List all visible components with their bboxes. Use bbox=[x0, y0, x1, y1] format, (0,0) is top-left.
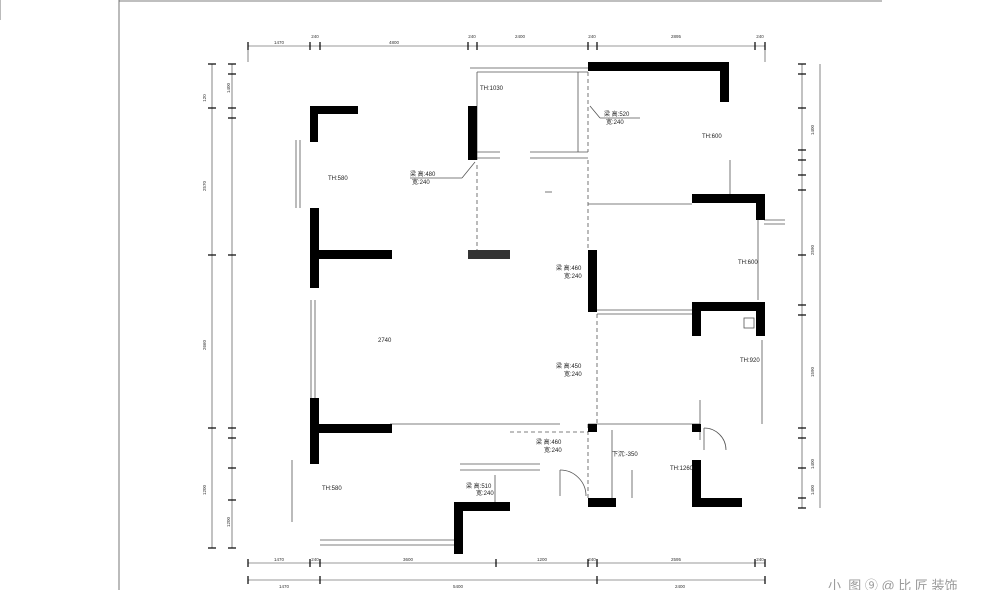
beam-label-d-line1: 梁 高:450 bbox=[556, 362, 582, 370]
dimension-top: 1470 240 4800 240 2400 240 2895 240 bbox=[247, 34, 766, 62]
beam-section bbox=[468, 250, 510, 259]
dim-right-2: 2590 bbox=[810, 244, 815, 255]
beam-label-b-line1: 梁 高:520 bbox=[604, 110, 630, 118]
dimension-bottom: 1470 240 3600 1200 240 2595 240 1470 540… bbox=[247, 557, 766, 589]
beam-label-d-line2: 宽:240 bbox=[564, 370, 582, 378]
dim-left-3: 2570 bbox=[202, 180, 207, 191]
dim-bottom-total-2: 5400 bbox=[453, 584, 464, 589]
beam-label-e-line1: 梁 高:460 bbox=[536, 438, 562, 446]
dim-right-5: 1400 bbox=[810, 484, 815, 495]
dim-bottom-4: 1200 bbox=[537, 557, 548, 562]
dimension-right: 1400 2590 1590 1400 1400 bbox=[798, 63, 821, 509]
watermark: 小_图 ⑨ @ 比 匠 装饰 bbox=[828, 578, 958, 590]
dim-top-7: 2895 bbox=[671, 34, 682, 39]
dim-left-2: 1400 bbox=[226, 82, 231, 93]
dim-top-5: 2400 bbox=[515, 34, 526, 39]
dim-right-3: 1590 bbox=[810, 366, 815, 377]
interior-lines bbox=[291, 67, 785, 546]
dim-top-6: 240 bbox=[588, 34, 596, 39]
beam-label-f-line1: 梁 高:510 bbox=[466, 482, 492, 490]
dim-top-2: 240 bbox=[311, 34, 319, 39]
beam-label-b-line2: 宽:240 bbox=[606, 118, 624, 126]
room-label-th600-top: TH:600 bbox=[702, 134, 722, 140]
dim-left-5: 1200 bbox=[202, 484, 207, 495]
dim-bottom-7: 240 bbox=[756, 557, 764, 562]
beam-label-a-line1: 梁 高:480 bbox=[410, 170, 436, 178]
dim-bottom-5: 240 bbox=[588, 557, 596, 562]
dim-bottom-total-3: 2400 bbox=[675, 584, 686, 589]
dim-top-3: 4800 bbox=[389, 40, 400, 45]
dim-top-8: 240 bbox=[756, 34, 764, 39]
room-label-th580: TH:580 bbox=[322, 486, 342, 492]
structural-walls bbox=[310, 62, 765, 554]
dim-top-4: 240 bbox=[468, 34, 476, 39]
room-label-center: 2740 bbox=[378, 338, 392, 344]
dim-right-4: 1400 bbox=[810, 458, 815, 469]
door-swings bbox=[559, 317, 755, 497]
dim-bottom-total-1: 1470 bbox=[279, 584, 290, 589]
room-labels: TH:1030 TH:600 TH:600 TH:920 TH:580 TH:1… bbox=[322, 86, 760, 492]
room-label-th920: TH:920 bbox=[740, 358, 760, 364]
beam-leaders bbox=[410, 105, 640, 179]
dim-left-4: 2660 bbox=[202, 339, 207, 350]
room-label-th1030: TH:1030 bbox=[480, 86, 504, 92]
dim-top-1: 1470 bbox=[274, 40, 285, 45]
room-label-left-upper: TH:580 bbox=[328, 176, 348, 182]
dim-bottom-2: 240 bbox=[311, 557, 319, 562]
beam-label-f-line2: 宽:240 bbox=[476, 489, 494, 497]
beam-label-c-line1: 梁 高:460 bbox=[556, 264, 582, 272]
dim-bottom-6: 2595 bbox=[671, 557, 682, 562]
dim-left-6: 1200 bbox=[226, 516, 231, 527]
beam-labels: 梁 高:480 宽:240 梁 高:520 宽:240 梁 高:460 宽:24… bbox=[410, 110, 630, 497]
dimension-left: 120 1400 2570 2660 1200 1200 bbox=[202, 63, 236, 549]
beam-dashed-lines bbox=[476, 72, 598, 498]
room-label-th1260: TH:1260 bbox=[670, 466, 694, 472]
dim-right-1: 1400 bbox=[810, 124, 815, 135]
room-label-down-350: 下沉:-350 bbox=[612, 450, 638, 458]
dim-bottom-3: 3600 bbox=[403, 557, 414, 562]
dim-bottom-1: 1470 bbox=[274, 557, 285, 562]
beam-label-c-line2: 宽:240 bbox=[564, 272, 582, 280]
room-label-th600-right: TH:600 bbox=[738, 260, 758, 266]
beam-label-e-line2: 宽:240 bbox=[544, 446, 562, 454]
dim-left-1: 120 bbox=[202, 94, 207, 102]
beam-label-a-line2: 宽:240 bbox=[412, 178, 430, 186]
